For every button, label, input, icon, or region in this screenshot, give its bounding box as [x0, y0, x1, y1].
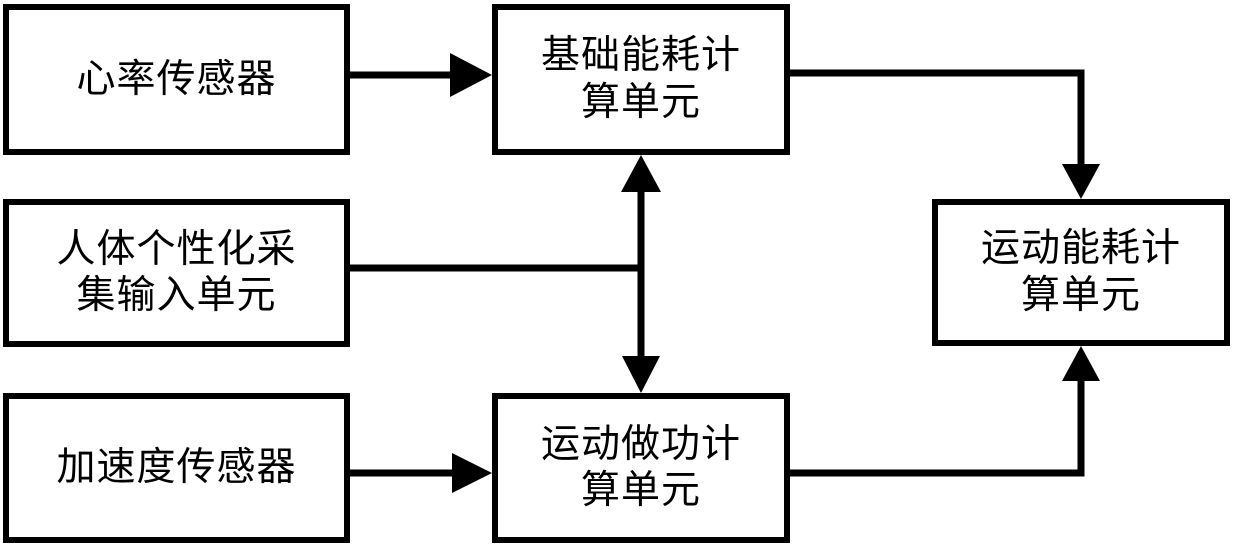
node-acceleration-sensor[interactable]: 加速度传感器 [3, 393, 350, 543]
edge-acceleration-to-exercise-work [350, 453, 492, 493]
arrow-head-down [1062, 164, 1100, 199]
edge-basal-to-exercise-energy [790, 69, 1100, 199]
arrow-head-up [1062, 346, 1100, 381]
node-personal-input-unit[interactable]: 人体个性化采 集输入单元 [3, 199, 350, 347]
edge-exercise-work-to-exercise-energy [790, 346, 1100, 477]
arrow-head-right [452, 453, 492, 493]
edge-junction-to-exercise-work [622, 268, 660, 393]
node-exercise-energy-unit[interactable]: 运动能耗计 算单元 [932, 199, 1230, 346]
node-label-basal-energy-unit: 基础能耗计 算单元 [540, 33, 741, 125]
node-label-acceleration-sensor: 加速度传感器 [56, 445, 297, 491]
edge-heart-rate-to-basal [350, 53, 492, 97]
node-label-exercise-work-unit: 运动做功计 算单元 [540, 421, 741, 513]
edge-junction-to-basal [621, 155, 661, 268]
arrow-head-up [621, 155, 661, 192]
node-exercise-work-unit[interactable]: 运动做功计 算单元 [492, 393, 790, 543]
node-label-exercise-energy-unit: 运动能耗计 算单元 [980, 226, 1181, 318]
node-basal-energy-unit[interactable]: 基础能耗计 算单元 [492, 4, 790, 155]
arrow-head-right [450, 53, 492, 97]
node-label-heart-rate-sensor: 心率传感器 [76, 56, 277, 102]
arrow-head-down [622, 356, 660, 393]
node-heart-rate-sensor[interactable]: 心率传感器 [3, 4, 350, 155]
node-label-personal-input-unit: 人体个性化采 集输入单元 [56, 226, 297, 318]
